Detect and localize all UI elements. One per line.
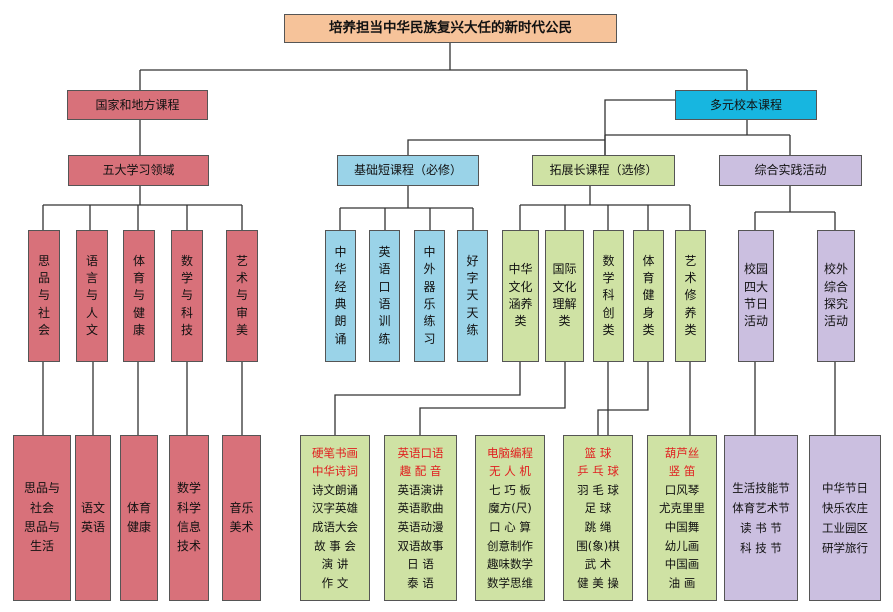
extended-course-list: 葫芦丝 竖 笛 口风琴 尤克里里 中国舞 幼儿画 中国画 油 画 bbox=[647, 435, 717, 601]
practice-activity-list: 中华节日 快乐农庄 工业园区 研学旅行 bbox=[809, 435, 881, 601]
extended-course-item: 体 育 健 身 类 bbox=[633, 230, 664, 362]
highlight-courses: 篮 球 乒 乓 球 bbox=[577, 445, 619, 479]
extended-course-item: 数 学 科 创 类 bbox=[593, 230, 624, 362]
regular-courses: 英语演讲 英语歌曲 英语动漫 双语故事 日 语 泰 语 bbox=[397, 482, 444, 590]
basic-course-item: 中 外 器 乐 练 习 bbox=[414, 230, 445, 362]
extended-course-list: 英语口语 趣 配 音 英语演讲 英语歌曲 英语动漫 双语故事 日 语 泰 语 bbox=[384, 435, 457, 601]
regular-courses: 羽 毛 球 足 球 跳 绳 围(象)棋 武 术 健 美 操 bbox=[576, 482, 620, 590]
root-goal: 培养担当中华民族复兴大任的新时代公民 bbox=[284, 14, 617, 43]
domain-subjects: 数学 科学 信息 技术 bbox=[169, 435, 209, 601]
extended-course-item: 国际 文化 理解 类 bbox=[545, 230, 584, 362]
domain-subjects: 思品与 社会 思品与 生活 bbox=[13, 435, 71, 601]
extended-course-item: 中华 文化 涵养 类 bbox=[502, 230, 539, 362]
comprehensive-practice: 综合实践活动 bbox=[719, 155, 862, 186]
highlight-courses: 葫芦丝 竖 笛 bbox=[664, 445, 700, 479]
domain-subjects: 语文 英语 bbox=[75, 435, 111, 601]
domain-item: 艺 术 与 审 美 bbox=[226, 230, 258, 362]
extended-course-list: 电脑编程 无 人 机 七 巧 板 魔方(尺) 口 心 算 创意制作 趣味数学 数… bbox=[475, 435, 545, 601]
regular-courses: 诗文朗诵 汉字英雄 成语大会 故 事 会 演 讲 作 文 bbox=[312, 482, 358, 590]
domain-subjects: 音乐 美术 bbox=[222, 435, 261, 601]
domain-subjects: 体育 健康 bbox=[120, 435, 158, 601]
basic-course-item: 好 字 天 天 练 bbox=[457, 230, 488, 362]
highlight-courses: 电脑编程 无 人 机 bbox=[487, 445, 533, 479]
regular-courses: 口风琴 尤克里里 中国舞 幼儿画 中国画 油 画 bbox=[659, 482, 705, 590]
practice-item: 校园 四大 节日 活动 bbox=[738, 230, 774, 362]
domain-item: 体 育 与 健 康 bbox=[123, 230, 155, 362]
basic-short-courses: 基础短课程（必修） bbox=[337, 155, 479, 186]
extended-course-list: 篮 球 乒 乓 球 羽 毛 球 足 球 跳 绳 围(象)棋 武 术 健 美 操 bbox=[563, 435, 633, 601]
domain-item: 语 言 与 人 文 bbox=[76, 230, 108, 362]
basic-course-item: 英 语 口 语 训 练 bbox=[369, 230, 400, 362]
practice-item: 校外 综合 探究 活动 bbox=[817, 230, 855, 362]
regular-courses: 七 巧 板 魔方(尺) 口 心 算 创意制作 趣味数学 数学思维 bbox=[487, 482, 533, 590]
extended-course-list: 硬笔书画 中华诗词 诗文朗诵 汉字英雄 成语大会 故 事 会 演 讲 作 文 bbox=[300, 435, 370, 601]
school-curriculum: 多元校本课程 bbox=[675, 90, 817, 120]
extended-course-item: 艺 术 修 养 类 bbox=[675, 230, 706, 362]
domain-item: 思 品 与 社 会 bbox=[28, 230, 60, 362]
national-curriculum: 国家和地方课程 bbox=[67, 90, 208, 120]
basic-course-item: 中 华 经 典 朗 诵 bbox=[325, 230, 356, 362]
practice-activity-list: 生活技能节 体育艺术节 读 书 节 科 技 节 bbox=[724, 435, 798, 601]
highlight-courses: 硬笔书画 中华诗词 bbox=[312, 445, 358, 479]
domain-item: 数 学 与 科 技 bbox=[171, 230, 203, 362]
highlight-courses: 英语口语 趣 配 音 bbox=[397, 445, 444, 479]
extended-long-courses: 拓展长课程（选修） bbox=[532, 155, 675, 186]
five-learning-domains: 五大学习领域 bbox=[68, 155, 209, 186]
